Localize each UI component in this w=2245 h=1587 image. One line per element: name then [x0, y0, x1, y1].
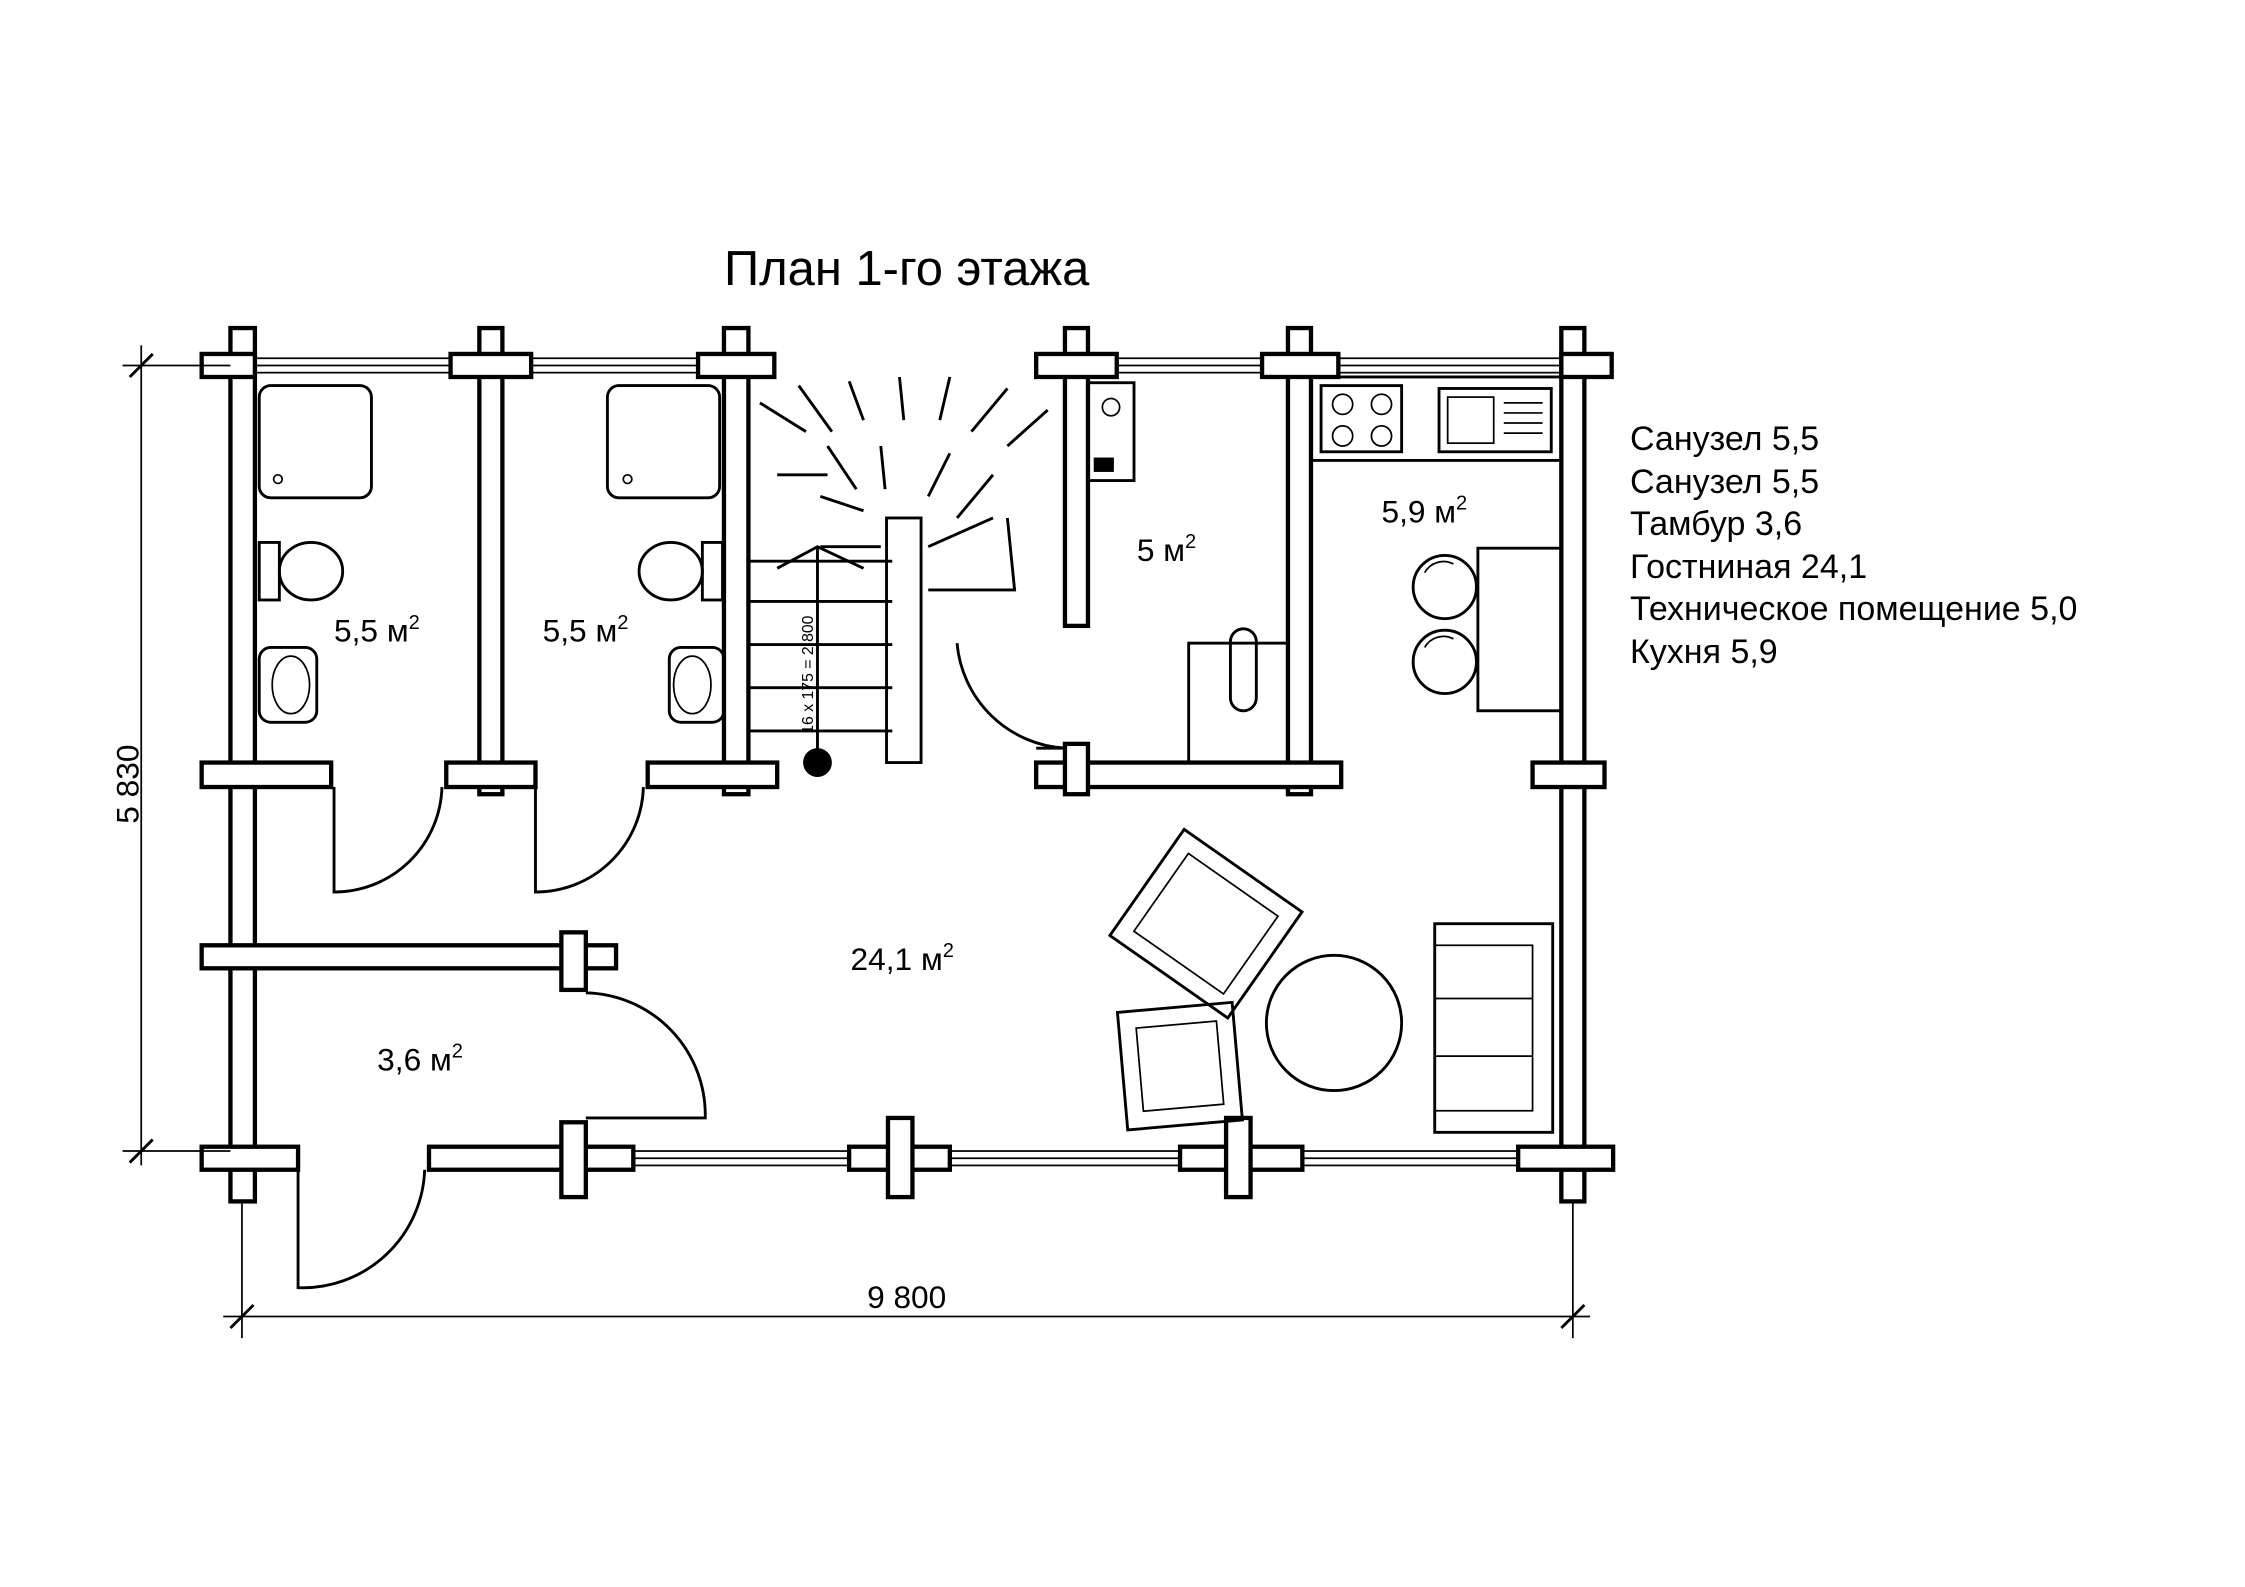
- room-area-vestibule: 3,6 м2: [377, 1041, 463, 1078]
- room-area-living: 24,1 м2: [851, 940, 954, 977]
- technical-equipment: [1086, 381, 1290, 765]
- legend-item: Гостниная 24,1: [1630, 547, 1868, 586]
- kitchen-furniture: [1309, 375, 1563, 713]
- plan-title: План 1-го этажа: [724, 242, 1090, 296]
- living-room-furniture: [1107, 827, 1555, 1134]
- dimension-lines: 5 830 9 800: [109, 345, 1591, 1339]
- room-area-bathroom-1: 5,5 м2: [334, 612, 420, 649]
- room-area-technical: 5 м2: [1137, 531, 1196, 568]
- walls: [199, 325, 1616, 1204]
- legend-item: Тамбур 3,6: [1630, 505, 1803, 543]
- dimension-height: 5 830: [109, 745, 145, 824]
- staircase: 16 x 175 = 2 800: [748, 376, 1049, 777]
- room-area-bathroom-2: 5,5 м2: [543, 612, 629, 649]
- dimension-width: 9 800: [867, 1279, 946, 1315]
- doors: [296, 643, 1066, 1290]
- legend-item: Кухня 5,9: [1630, 632, 1778, 671]
- room-area-kitchen: 5,9 м2: [1381, 492, 1467, 529]
- legend-item: Санузел 5,5: [1630, 420, 1820, 458]
- legend-item: Техническое помещение 5,0: [1630, 590, 2078, 628]
- legend-item: Санузел 5,5: [1630, 462, 1820, 501]
- stair-label: 16 x 175 = 2 800: [800, 615, 817, 733]
- room-legend: Санузел 5,5 Санузел 5,5 Тамбур 3,6 Гостн…: [1630, 418, 2077, 673]
- room-area-labels: 5,5 м2 5,5 м2 5 м2 5,9 м2 24,1 м2 3,6 м2: [334, 492, 1467, 1077]
- bathroom-fixtures: [257, 384, 726, 724]
